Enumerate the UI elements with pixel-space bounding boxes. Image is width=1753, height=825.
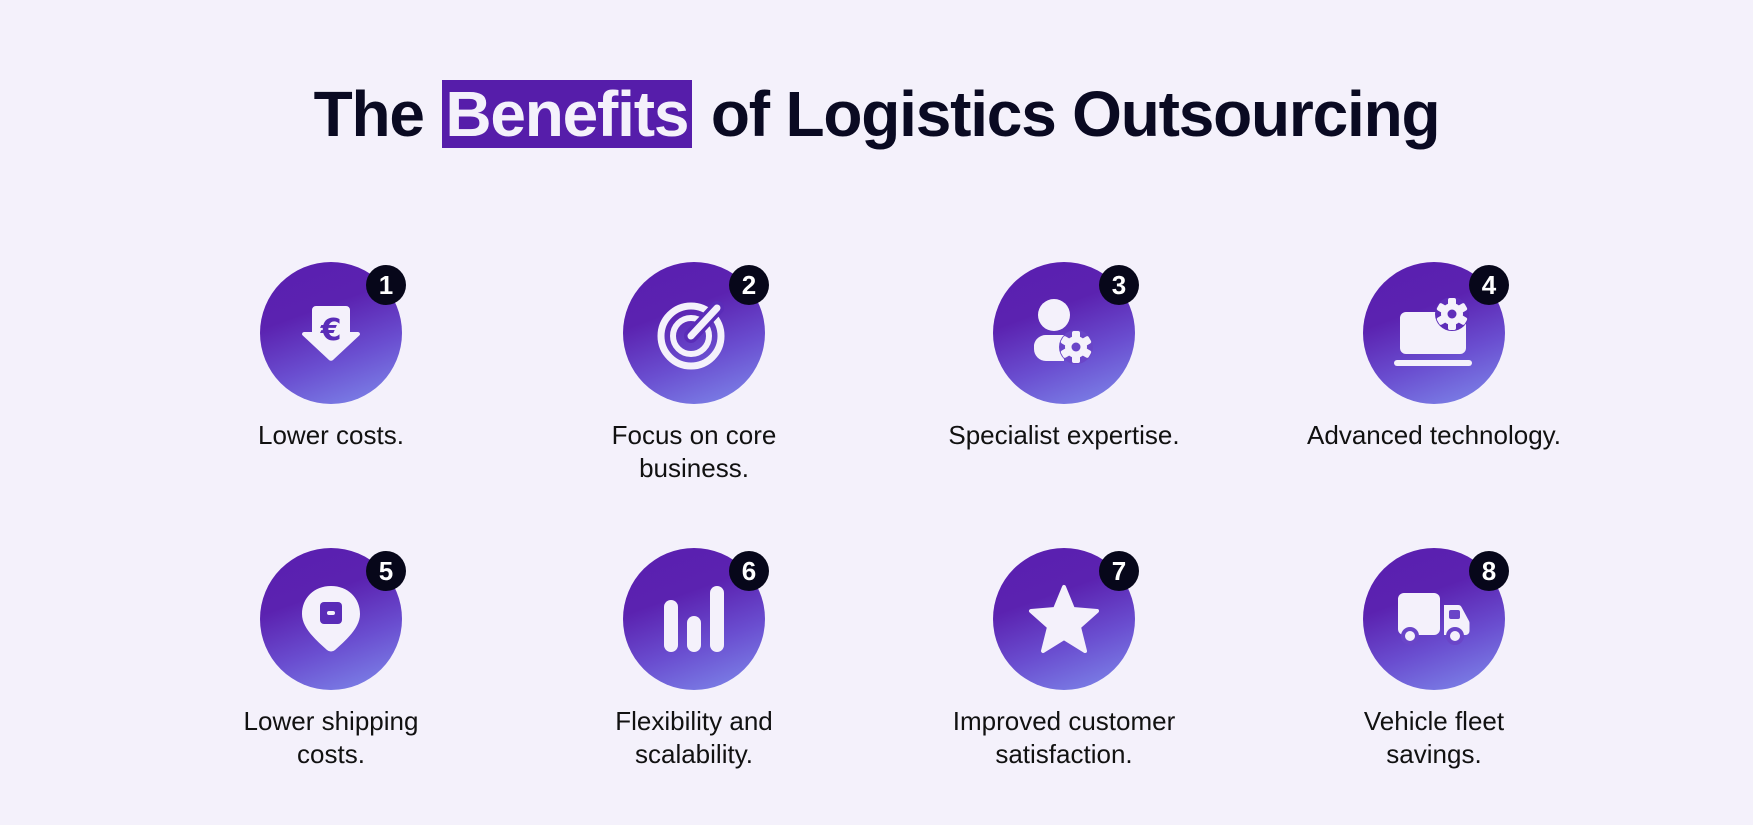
- benefit-label: Improved customer satisfaction.: [914, 705, 1214, 771]
- label-line-1: Improved customer: [952, 706, 1176, 736]
- label-line-1: Lower shipping: [243, 706, 419, 736]
- star-icon: [1029, 585, 1099, 653]
- label-line-1: Lower costs.: [258, 420, 404, 450]
- label-line-1: Flexibility and: [615, 706, 773, 736]
- benefit-icon-circle: 7: [993, 548, 1139, 690]
- number-badge: 8: [1469, 551, 1509, 591]
- euro-down-arrow-icon: €: [302, 306, 360, 361]
- label-line-1: Focus on core: [611, 420, 777, 450]
- truck-icon: [1398, 593, 1470, 645]
- benefit-label: Lower costs.: [181, 419, 481, 452]
- benefit-card-6: 6 Flexibility and scalability.: [544, 548, 844, 771]
- page-title: The Benefits of Logistics Outsourcing: [0, 78, 1753, 150]
- number-badge: 5: [366, 551, 406, 591]
- number-badge: 3: [1099, 265, 1139, 305]
- benefit-card-5: 5 Lower shipping costs.: [181, 548, 481, 771]
- label-line-2: costs.: [297, 739, 365, 769]
- benefit-label: Focus on core business.: [544, 419, 844, 485]
- label-line-1: Specialist expertise.: [948, 420, 1180, 450]
- benefit-label: Advanced technology.: [1284, 419, 1584, 452]
- benefit-card-4: 4 Advanced technology.: [1284, 262, 1584, 452]
- laptop-gear-icon: [1394, 298, 1472, 366]
- label-line-2: satisfaction.: [995, 739, 1133, 769]
- bar-chart-icon: [664, 586, 724, 652]
- benefit-icon-circle: € 1: [260, 262, 406, 404]
- label-line-2: scalability.: [634, 739, 753, 769]
- benefit-card-2: 2 Focus on core business.: [544, 262, 844, 485]
- svg-text:€: €: [320, 313, 342, 348]
- number-badge: 7: [1099, 551, 1139, 591]
- benefit-card-8: 8 Vehicle fleet savings.: [1284, 548, 1584, 771]
- title-highlight: Benefits: [442, 80, 693, 148]
- benefit-icon-circle: 4: [1363, 262, 1509, 404]
- number-badge: 2: [729, 265, 769, 305]
- user-gear-icon: [1034, 299, 1093, 364]
- number-badge: 4: [1469, 265, 1509, 305]
- benefit-label: Lower shipping costs.: [181, 705, 481, 771]
- benefit-label: Vehicle fleet savings.: [1284, 705, 1584, 771]
- number-badge: 6: [729, 551, 769, 591]
- label-line-2: savings.: [1386, 739, 1482, 769]
- label-line-1: Vehicle fleet: [1363, 706, 1505, 736]
- benefit-card-3: 3 Specialist expertise.: [914, 262, 1214, 452]
- benefit-icon-circle: 8: [1363, 548, 1509, 690]
- label-line-1: Advanced technology.: [1307, 420, 1561, 450]
- number-badge: 1: [366, 265, 406, 305]
- benefit-card-1: € 1 Lower costs.: [181, 262, 481, 452]
- benefit-icon-circle: 2: [623, 262, 769, 404]
- benefit-label: Specialist expertise.: [914, 419, 1214, 452]
- benefit-icon-circle: 6: [623, 548, 769, 690]
- label-line-2: business.: [639, 453, 749, 483]
- benefit-icon-circle: 3: [993, 262, 1139, 404]
- target-icon: [657, 301, 725, 370]
- benefit-label: Flexibility and scalability.: [544, 705, 844, 771]
- benefit-card-7: 7 Improved customer satisfaction.: [914, 548, 1214, 771]
- title-prefix: The: [313, 78, 425, 150]
- title-suffix: of Logistics Outsourcing: [710, 78, 1441, 150]
- location-pin-box-icon: [302, 586, 360, 652]
- benefit-icon-circle: 5: [260, 548, 406, 690]
